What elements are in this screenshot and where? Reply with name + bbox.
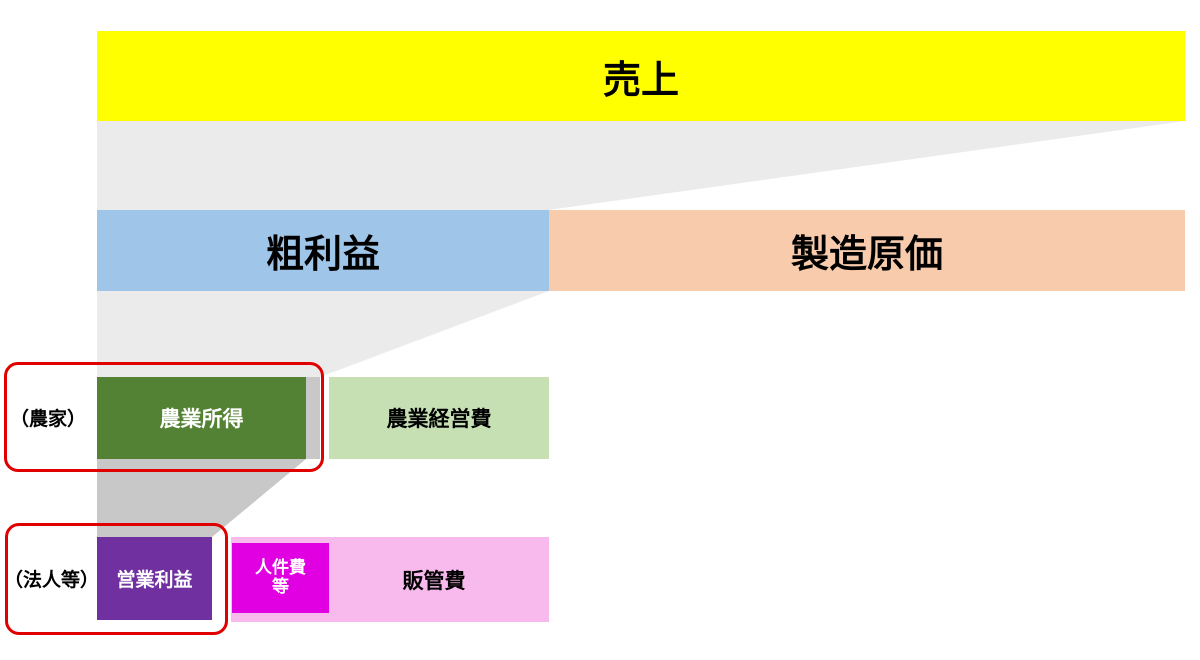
farm-income-box: 農業所得 (97, 377, 306, 459)
cost-of-goods-label: 製造原価 (790, 232, 943, 276)
gross-to-farm-funnel-light (97, 291, 549, 377)
personnel-label: 人件費 等 (255, 558, 306, 597)
sales-to-gross-funnel (97, 121, 1185, 210)
corp-side-label: （法人等） (4, 568, 100, 591)
corp-highlight-ring (5, 523, 228, 635)
gross-profit-box: 粗利益 (97, 210, 549, 291)
gross-profit-label: 粗利益 (265, 232, 380, 276)
operating-profit-label: 営業利益 (116, 569, 193, 591)
sales-box: 売上 (97, 31, 1185, 121)
operating-profit-box: 営業利益 (97, 537, 212, 620)
farm-highlight-ring (4, 362, 324, 472)
sga-label-box: 販管費 (329, 537, 539, 622)
farm-side-label: （農家） (9, 407, 86, 430)
farm-expenses-label: 農業経営費 (386, 407, 492, 431)
sales-label: 売上 (602, 57, 679, 102)
sga-label: 販管費 (402, 568, 466, 593)
personnel-box: 人件費 等 (232, 543, 329, 613)
farm-income-label: 農業所得 (159, 407, 244, 431)
cost-of-goods-box: 製造原価 (549, 210, 1185, 291)
farm-to-corp-funnel (97, 459, 306, 537)
farm-expenses-box: 農業経営費 (329, 377, 549, 459)
